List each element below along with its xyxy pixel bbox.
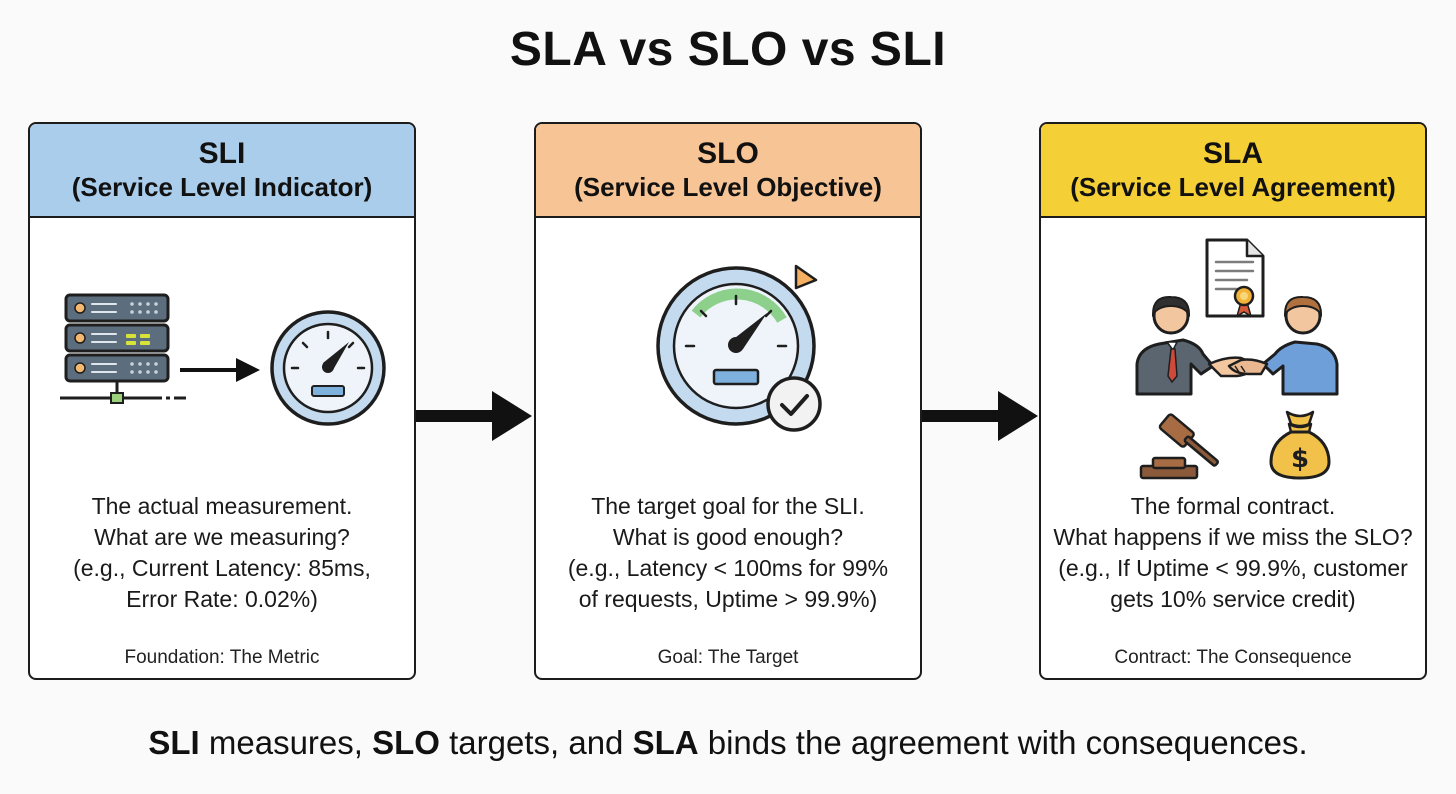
sla-illustration: $ — [1041, 218, 1425, 480]
caption-text: measures, — [199, 724, 373, 761]
sli-header: SLI (Service Level Indicator) — [30, 124, 414, 218]
caption-term: SLI — [148, 724, 200, 761]
desc-line: What happens if we miss the SLO? — [1053, 524, 1413, 550]
slo-illustration — [536, 218, 920, 468]
desc-line: (e.g., Latency < 100ms for 99% — [567, 555, 889, 581]
summary-caption: SLI measures, SLO targets, and SLA binds… — [0, 724, 1456, 762]
slo-full-name: (Service Level Objective) — [574, 172, 882, 203]
right-arrow-icon — [180, 358, 260, 382]
checkmark-icon — [766, 376, 822, 432]
slo-footer: Goal: The Target — [657, 647, 799, 668]
desc-line: The actual measurement. — [91, 493, 353, 519]
desc-line: The target goal for the SLI. — [591, 493, 865, 519]
desc-line: (e.g., If Uptime < 99.9%, customer — [1058, 555, 1408, 581]
server-rack-icon — [60, 293, 186, 404]
sli-footer: Foundation: The Metric — [124, 647, 320, 668]
sla-abbr: SLA — [1203, 136, 1263, 170]
sli-card: SLI (Service Level Indicator) — [28, 122, 416, 680]
sla-full-name: (Service Level Agreement) — [1070, 172, 1396, 203]
slo-card: SLO (Service Level Objective) The targ — [534, 122, 922, 680]
sla-footer: Contract: The Consequence — [1114, 647, 1352, 668]
page-title: SLA vs SLO vs SLI — [509, 23, 947, 76]
desc-line: gets 10% service credit) — [1110, 586, 1356, 612]
caption-text: binds the agreement with consequences. — [698, 724, 1308, 761]
sla-header: SLA (Service Level Agreement) — [1041, 124, 1425, 218]
gavel-icon — [1139, 413, 1219, 480]
caption-text: targets, and — [439, 724, 633, 761]
desc-line: of requests, Uptime > 99.9%) — [578, 586, 878, 612]
slo-description: The target goal for the SLI. What is goo… — [544, 491, 912, 615]
desc-line: (e.g., Current Latency: 85ms, — [73, 555, 371, 581]
sli-illustration — [30, 218, 414, 468]
money-bag-icon: $ — [1269, 410, 1331, 480]
desc-line: What are we measuring? — [94, 524, 350, 550]
flow-arrow-slo-to-sla — [922, 391, 1038, 441]
slo-header: SLO (Service Level Objective) — [536, 124, 920, 218]
caption-term: SLO — [372, 724, 440, 761]
desc-line: What is good enough? — [612, 524, 844, 550]
svg-text:$: $ — [1291, 444, 1309, 474]
sli-abbr: SLI — [198, 136, 246, 170]
desc-line: The formal contract. — [1130, 493, 1336, 519]
contract-document-icon — [1205, 238, 1265, 318]
caption-term: SLA — [632, 724, 699, 761]
desc-line: Error Rate: 0.02%) — [126, 586, 318, 612]
gauge-icon — [270, 310, 386, 426]
sli-full-name: (Service Level Indicator) — [71, 172, 373, 203]
slo-abbr: SLO — [697, 136, 759, 170]
sla-card: SLA (Service Level Agreement) — [1039, 122, 1427, 680]
handshake-icon — [1135, 295, 1339, 396]
sla-description: The formal contract. What happens if we … — [1049, 491, 1417, 615]
sli-description: The actual measurement. What are we meas… — [38, 491, 406, 615]
flow-arrow-sli-to-slo — [416, 391, 532, 441]
